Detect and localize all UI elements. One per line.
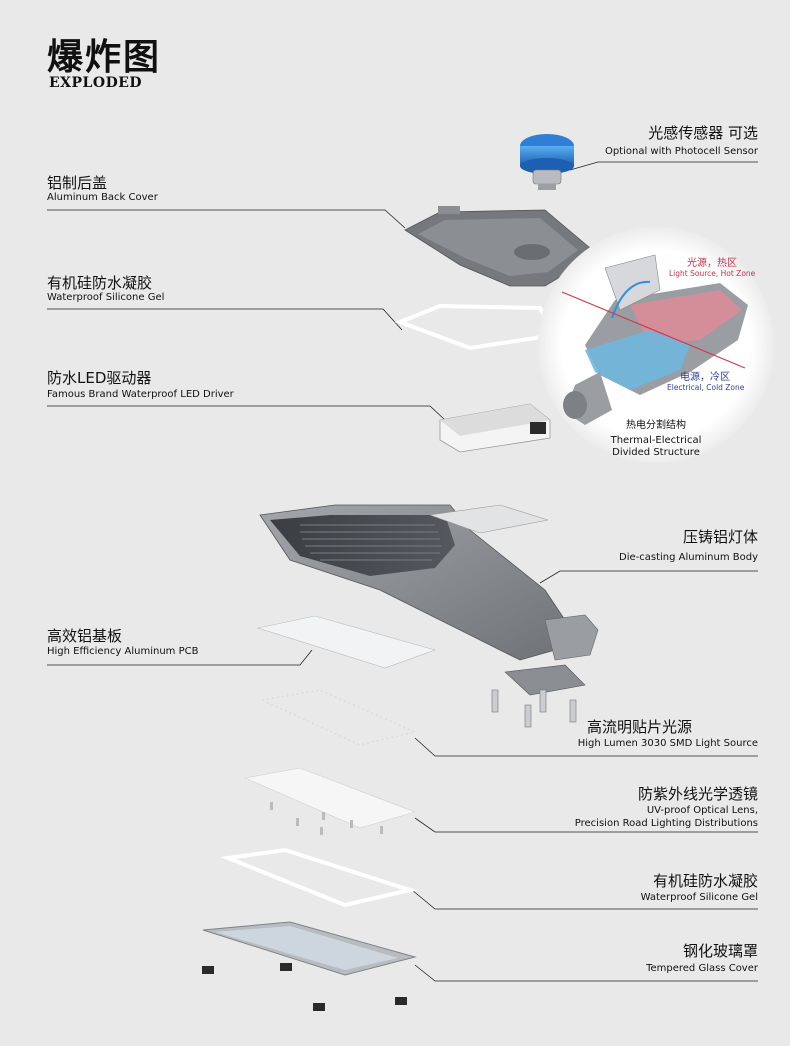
cold-zone-cn: 电源，冷区: [680, 368, 730, 383]
leader-silicone-1: [47, 309, 402, 330]
optical-lens: [245, 768, 415, 835]
divided-structure-en-2: Divided Structure: [596, 447, 716, 459]
aluminum-pcb: [258, 616, 435, 668]
label-driver-cn: 防水LED驱动器: [47, 367, 151, 388]
label-body-en: Die-casting Aluminum Body: [619, 552, 758, 563]
smd-led-array: [262, 690, 415, 745]
silicone-gel-ring-1: [400, 306, 555, 348]
divided-structure-en-1: Thermal-Electrical: [596, 435, 716, 447]
label-silicone-2-en: Waterproof Silicone Gel: [641, 892, 758, 903]
silicone-gel-ring-2: [228, 850, 410, 905]
label-lens-en-1: UV-proof Optical Lens,: [647, 805, 758, 816]
label-pcb-en: High Efficiency Aluminum PCB: [47, 646, 198, 657]
screws: [202, 963, 407, 1011]
label-smd-cn: 高流明贴片光源: [587, 716, 692, 737]
leader-body: [540, 571, 758, 583]
pole-clamp: [492, 665, 585, 727]
label-silicone-1-en: Waterproof Silicone Gel: [47, 292, 164, 303]
label-glass-en: Tempered Glass Cover: [646, 963, 758, 974]
leader-photocell: [570, 162, 758, 170]
label-photocell-cn: 光感传感器 可选: [648, 122, 758, 143]
label-lens-en-2: Precision Road Lighting Distributions: [575, 818, 758, 829]
label-silicone-2-cn: 有机硅防水凝胶: [653, 870, 758, 891]
label-photocell-en: Optional with Photocell Sensor: [605, 146, 758, 157]
leader-driver: [47, 406, 445, 420]
label-back-cover-en: Aluminum Back Cover: [47, 192, 158, 203]
leader-back-cover: [47, 210, 405, 228]
divided-structure-cn: 热电分割结构: [604, 420, 708, 432]
hot-zone-cn: 光源，热区: [687, 254, 737, 269]
label-smd-en: High Lumen 3030 SMD Light Source: [578, 738, 758, 749]
led-driver: [440, 404, 550, 452]
label-body-cn: 压铸铝灯体: [683, 526, 758, 547]
tempered-glass-cover: [203, 922, 415, 975]
label-driver-en: Famous Brand Waterproof LED Driver: [47, 389, 234, 400]
photocell-sensor: [520, 134, 574, 190]
label-lens-cn: 防紫外线光学透镜: [638, 783, 758, 804]
label-back-cover-cn: 铝制后盖: [47, 172, 107, 193]
label-silicone-1-cn: 有机硅防水凝胶: [47, 272, 152, 293]
label-glass-cn: 钢化玻璃罩: [683, 940, 758, 961]
label-pcb-cn: 高效铝基板: [47, 625, 122, 646]
cold-zone-en: Electrical, Cold Zone: [667, 383, 744, 392]
hot-zone-en: Light Source, Hot Zone: [669, 269, 755, 278]
